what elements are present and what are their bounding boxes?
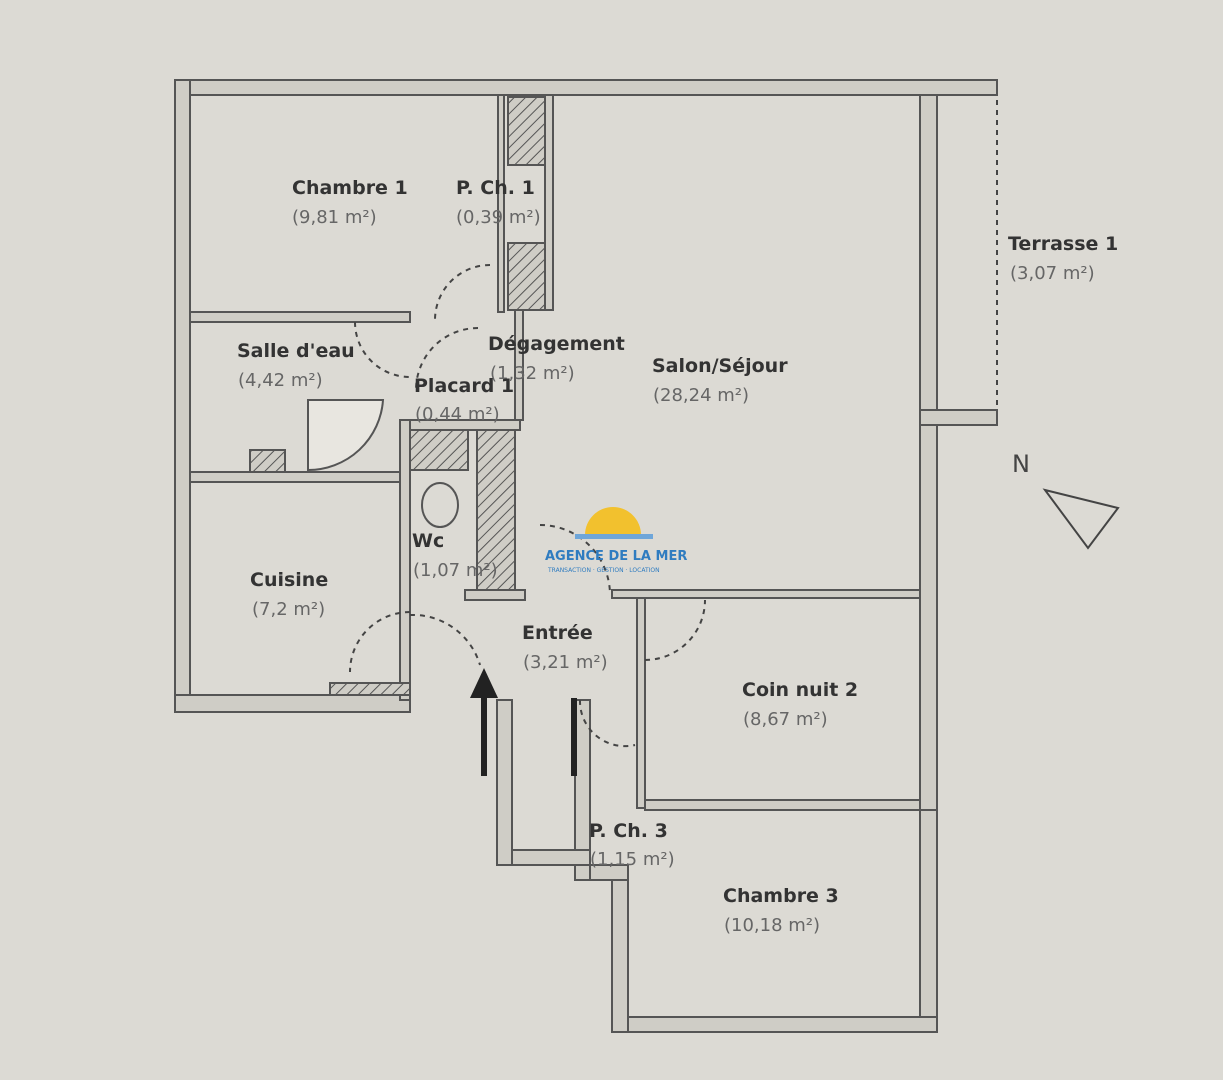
room-area: (9,81 m²)	[292, 207, 377, 228]
room-name: Dégagement	[488, 333, 625, 355]
room-p-ch-3: P. Ch. 3 (1,15 m²)	[589, 820, 675, 870]
room-chambre-1: Chambre 1 (9,81 m²)	[292, 177, 408, 228]
room-area: (10,18 m²)	[724, 915, 820, 936]
logo-sun-icon	[585, 507, 641, 535]
room-salle-d-eau: Salle d'eau (4,42 m²)	[237, 340, 355, 391]
room-chambre-3: Chambre 3 (10,18 m²)	[723, 885, 839, 936]
room-area: (3,07 m²)	[1010, 263, 1095, 284]
room-area: (0,44 m²)	[415, 404, 500, 425]
north-arrow-icon	[1042, 488, 1120, 550]
room-coin-nuit-2: Coin nuit 2 (8,67 m²)	[742, 679, 858, 730]
room-placard-1: Placard 1 (0,44 m²)	[414, 375, 514, 425]
room-name: Terrasse 1	[1008, 233, 1118, 255]
room-entree: Entrée (3,21 m²)	[522, 622, 608, 673]
room-area: (3,21 m²)	[523, 652, 608, 673]
walls	[174, 79, 998, 1033]
room-area: (4,42 m²)	[238, 370, 323, 391]
built-in-storage	[249, 96, 546, 696]
room-degagement: Dégagement (1,32 m²)	[488, 333, 625, 384]
room-area: (8,67 m²)	[743, 709, 828, 730]
room-name: Placard 1	[414, 375, 514, 397]
room-salon-sejour: Salon/Séjour (28,24 m²)	[652, 355, 788, 406]
room-name: P. Ch. 1	[456, 177, 535, 199]
room-name: Coin nuit 2	[742, 679, 858, 701]
room-name: Salle d'eau	[237, 340, 355, 362]
room-name: Chambre 3	[723, 885, 839, 907]
doors	[349, 100, 998, 748]
room-name: Cuisine	[250, 569, 328, 591]
room-terrasse-1: Terrasse 1 (3,07 m²)	[1008, 233, 1118, 284]
room-area: (28,24 m²)	[653, 385, 749, 406]
room-name: Entrée	[522, 622, 593, 644]
toilet-icon	[421, 482, 459, 528]
room-name: Salon/Séjour	[652, 355, 788, 377]
room-area: (1,15 m²)	[590, 849, 675, 870]
room-name: Chambre 1	[292, 177, 408, 199]
room-area: (1,07 m²)	[413, 560, 498, 581]
room-labels: Chambre 1 (9,81 m²) P. Ch. 1 (0,39 m²) Sal…	[237, 177, 1118, 936]
room-name: Wc	[412, 530, 444, 552]
shower-tray	[307, 399, 385, 472]
compass: N	[1012, 450, 1120, 550]
room-name: P. Ch. 3	[589, 820, 668, 842]
entry-arrow	[470, 668, 577, 776]
room-name: TRANSACTION · GESTION · LOCATION	[547, 567, 660, 574]
room-p-ch-1: P. Ch. 1 (0,39 m²)	[456, 177, 541, 228]
room-area: (1,32 m²)	[490, 363, 575, 384]
room-area: (0,39 m²)	[456, 207, 541, 228]
room-area: (7,2 m²)	[252, 599, 325, 620]
room-name: AGENCE DE LA MER	[545, 549, 687, 564]
agency-logo: AGENCE DE LA MER TRANSACTION · GESTION ·…	[545, 507, 687, 574]
room-cuisine: Cuisine (7,2 m²)	[250, 569, 328, 620]
room-wc: Wc (1,07 m²)	[412, 530, 498, 581]
compass-north-label: N	[1012, 450, 1030, 478]
